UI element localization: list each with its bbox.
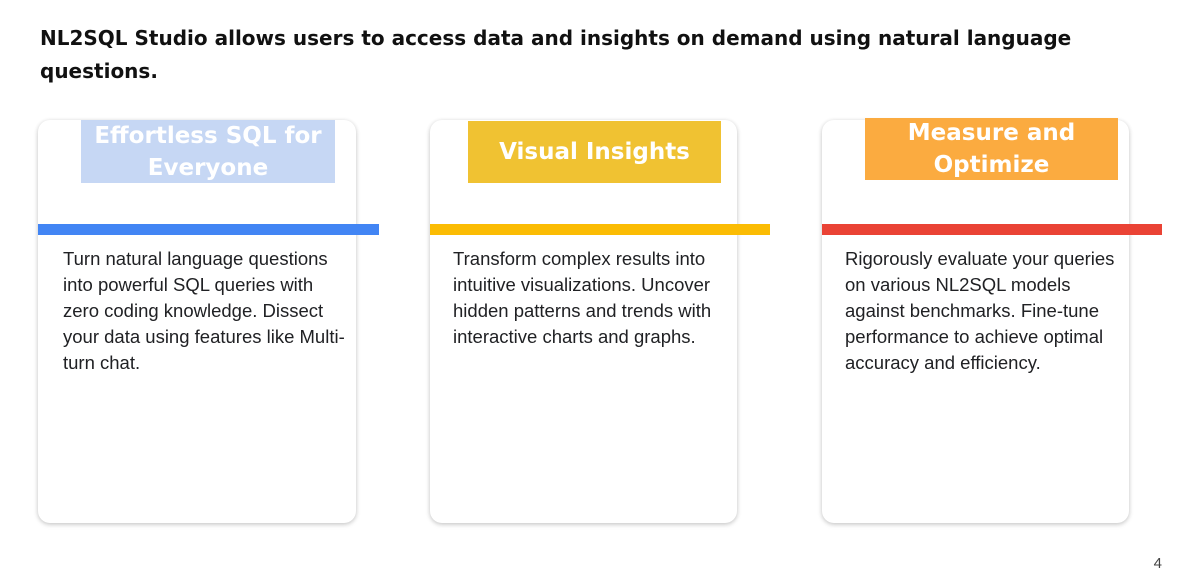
feature-card-effortless-sql	[38, 120, 356, 523]
card-title-measure-optimize: Measure and Optimize	[865, 118, 1118, 180]
feature-card-visual-insights	[430, 120, 737, 523]
card-title-text: Effortless SQL for Everyone	[94, 122, 322, 181]
feature-card-measure-optimize	[822, 120, 1129, 523]
page-headline: NL2SQL Studio allows users to access dat…	[40, 26, 1072, 83]
card-accent-bar-yellow	[430, 224, 770, 235]
card-title-visual-insights: Visual Insights	[468, 121, 721, 183]
card-title-effortless-sql: Effortless SQL for Everyone	[81, 120, 335, 183]
card-description: Rigorously evaluate your queries on vari…	[845, 248, 1115, 373]
card-accent-bar-blue	[38, 224, 379, 235]
card-description: Transform complex results into intuitive…	[453, 248, 712, 347]
card-accent-bar-red	[822, 224, 1162, 235]
page-number: 4	[1153, 555, 1162, 572]
card-title-text: Visual Insights	[499, 139, 690, 165]
card-description: Turn natural language questions into pow…	[63, 248, 345, 373]
card-title-text: Measure and Optimize	[907, 120, 1076, 178]
